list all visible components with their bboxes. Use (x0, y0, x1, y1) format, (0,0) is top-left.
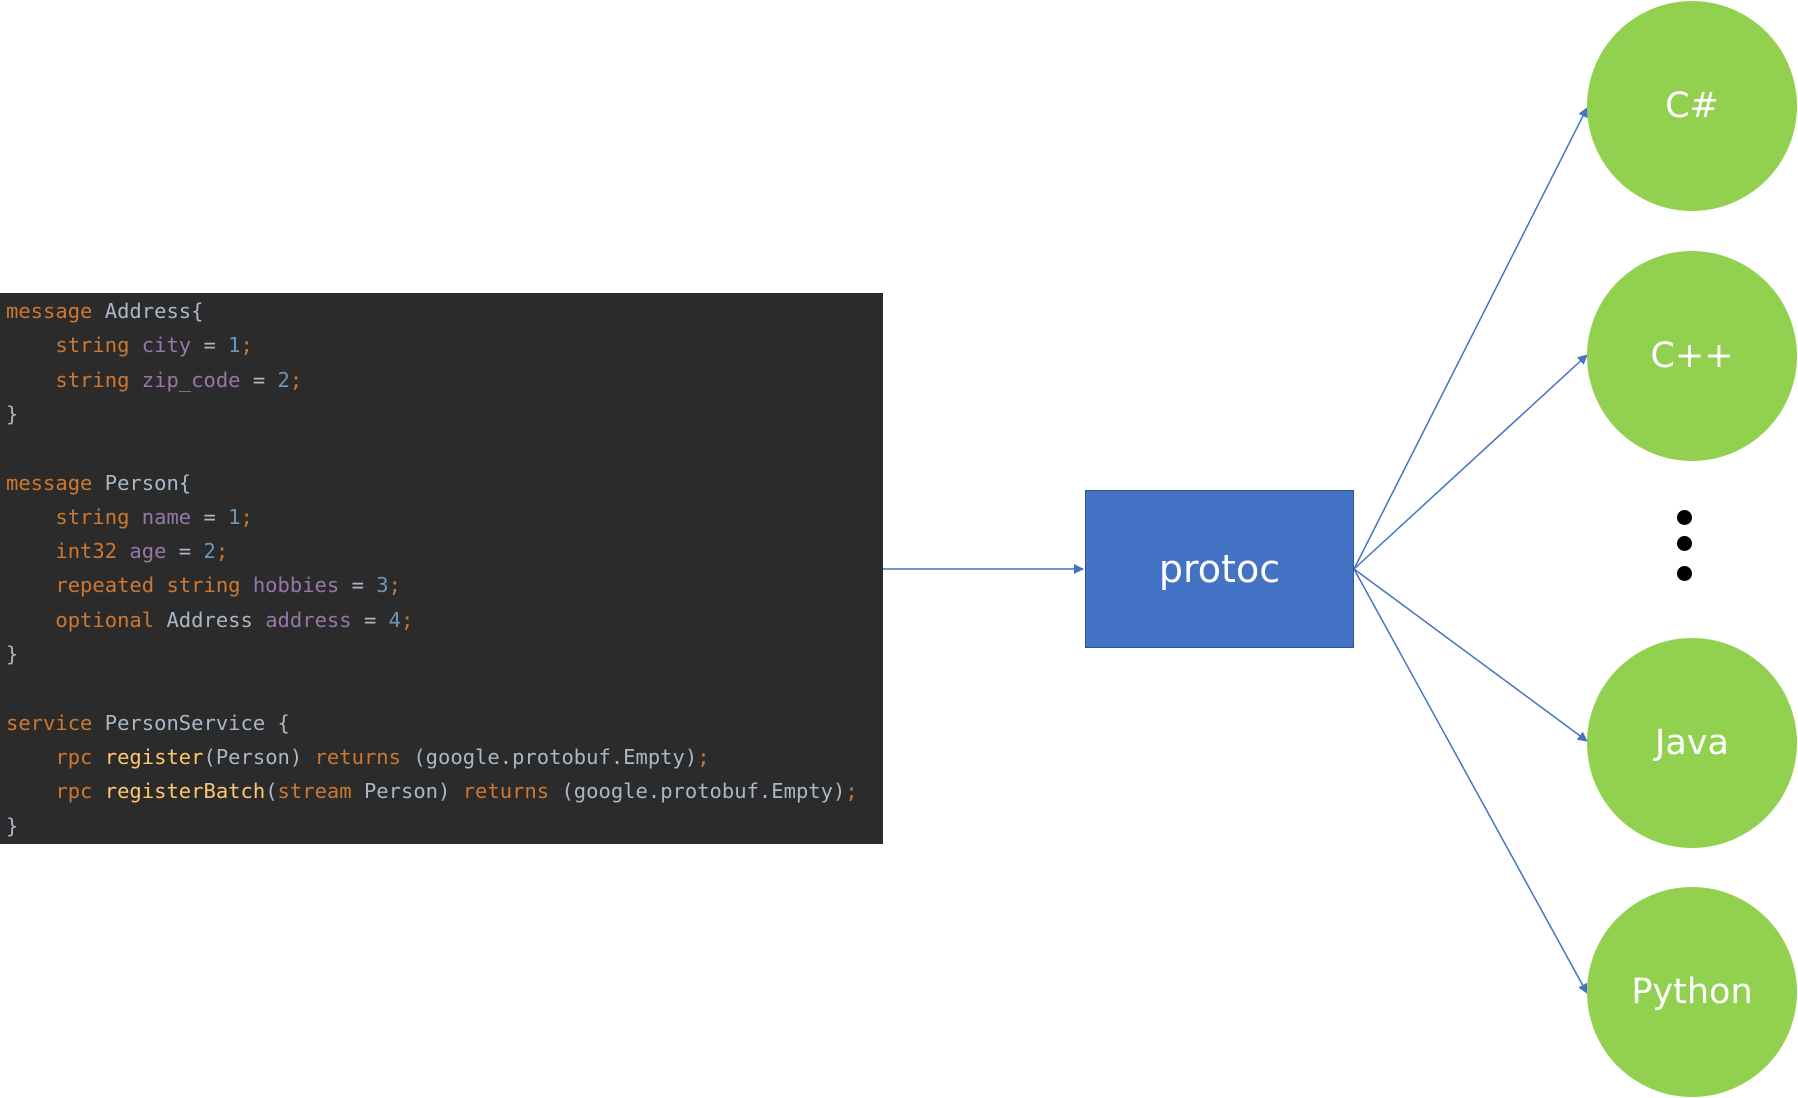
code-token: 3 (376, 573, 389, 598)
code-panel: message Address{ string city = 1; string… (0, 293, 883, 844)
code-token: ; (215, 539, 229, 564)
code-token: ; (400, 607, 414, 632)
target-python: Python (1587, 887, 1797, 1097)
protoc-to-cpp-arrow (1353, 354, 1588, 570)
target-csharp: C# (1587, 1, 1797, 211)
code-token: (google.protobuf.Empty) (549, 779, 846, 804)
code-token: hobbies (240, 573, 340, 598)
code-token: int32 (6, 539, 118, 564)
code-token: service (6, 710, 93, 735)
code-line: } (6, 809, 18, 843)
code-token: registerBatch (104, 779, 266, 804)
code-token: (google.protobuf.Empty) (401, 744, 698, 769)
protoc-to-csharp-arrow (1353, 107, 1588, 570)
protoc-to-python-arrow (1353, 568, 1588, 994)
code-token: optional (6, 607, 155, 632)
ellipsis-dot-3 (1677, 566, 1692, 581)
code-token: ; (845, 779, 858, 804)
ellipsis-dot-2 (1677, 536, 1692, 551)
code-token: ; (240, 504, 253, 529)
code-token: string (6, 367, 130, 392)
code-token: returns (462, 779, 550, 804)
code-token: stream (277, 779, 352, 804)
code-line: string zip_code = 2; (6, 363, 302, 397)
code-token: (Person) (203, 744, 315, 769)
code-token: = (240, 367, 278, 392)
protoc-box: protoc (1085, 490, 1354, 648)
code-token: } (6, 642, 19, 666)
code-token: message (6, 299, 93, 323)
code-token: = (351, 607, 389, 632)
target-java-label: Java (1655, 723, 1729, 763)
code-token: Address (154, 607, 253, 632)
code-token: = (166, 539, 204, 564)
code-token: returns (314, 744, 401, 769)
code-line: optional Address address = 4; (6, 603, 413, 637)
code-token: } (6, 813, 19, 838)
code-token: rpc (6, 744, 105, 769)
code-line: int32 age = 2; (6, 534, 228, 568)
code-token: city (129, 333, 192, 358)
code-line: string name = 1; (6, 500, 253, 534)
target-cpp: C++ (1587, 251, 1797, 461)
code-token: = (191, 333, 229, 358)
code-token: 2 (277, 367, 290, 392)
target-python-label: Python (1631, 972, 1753, 1012)
code-token: address (252, 607, 352, 632)
code-token: register (104, 744, 204, 769)
code-token: 1 (228, 504, 241, 529)
code-line: string city = 1; (6, 328, 253, 362)
code-line: rpc registerBatch(stream Person) returns… (6, 774, 858, 808)
code-token: = (191, 504, 229, 529)
code-token: zip_code (129, 367, 241, 392)
code-token: = (339, 573, 377, 598)
code-line: rpc register(Person) returns (google.pro… (6, 740, 710, 774)
code-token: ; (289, 367, 303, 392)
code-token: Person{ (92, 470, 192, 495)
code-token: ; (697, 744, 710, 769)
code-token: Address{ (92, 299, 204, 323)
code-token: ( (265, 779, 278, 804)
protoc-to-java-arrow (1353, 568, 1588, 742)
target-java: Java (1587, 638, 1797, 848)
code-line: repeated string hobbies = 3; (6, 568, 401, 602)
code-token: } (6, 401, 19, 426)
code-line: } (6, 637, 18, 671)
code-token: ; (388, 573, 401, 598)
target-csharp-label: C# (1665, 86, 1719, 126)
code-token: name (129, 504, 192, 529)
code-token: repeated string (6, 573, 241, 598)
target-cpp-label: C++ (1650, 336, 1734, 376)
code-line: message Person{ (6, 466, 191, 500)
code-token: 2 (203, 539, 216, 564)
code-token: Person) (351, 779, 463, 804)
code-token: string (6, 333, 130, 358)
protoc-label: protoc (1158, 547, 1281, 591)
code-line: } (6, 397, 18, 431)
code-token: age (117, 539, 167, 564)
code-token: message (6, 470, 93, 495)
ellipsis-dot-1 (1677, 510, 1692, 525)
code-token: string (6, 504, 130, 529)
code-line: service PersonService { (6, 706, 290, 740)
code-token: 1 (228, 333, 241, 358)
code-token: PersonService { (92, 710, 290, 735)
code-token: ; (240, 333, 253, 358)
code-line: message Address{ (6, 294, 204, 328)
code-token: rpc (6, 779, 105, 804)
code-token: 4 (388, 607, 401, 632)
